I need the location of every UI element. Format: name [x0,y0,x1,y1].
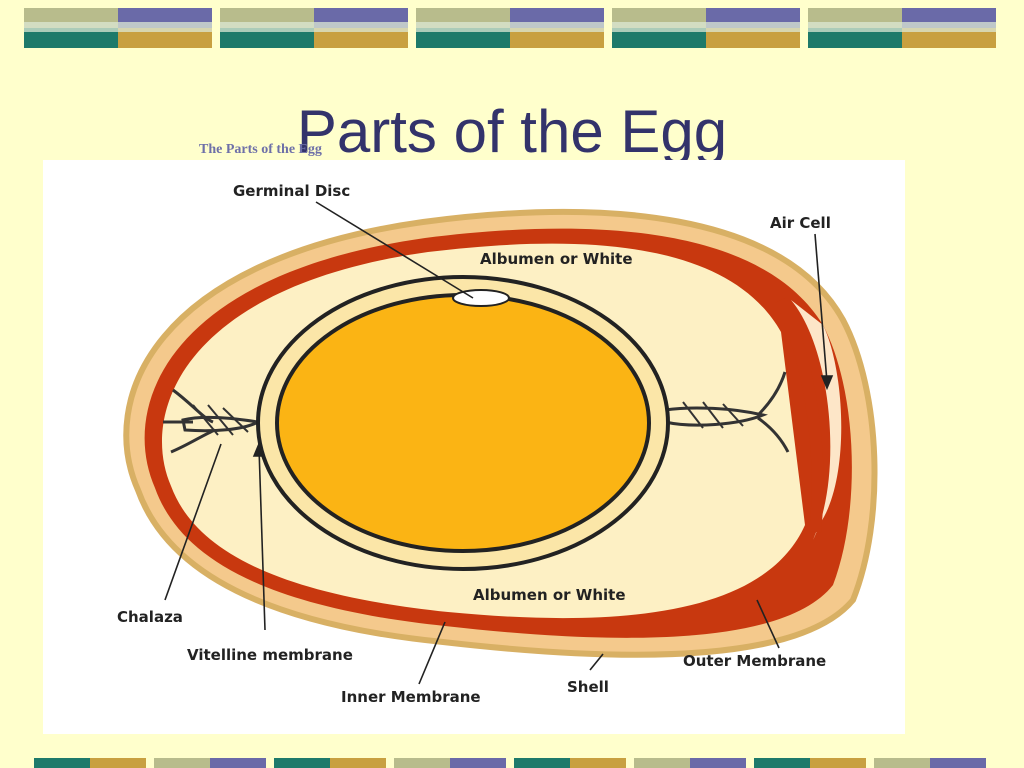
germinal-disc-shape [452,289,510,307]
germinal-disc-pointer [315,201,474,299]
germinal-disc-label: Germinal Disc [233,182,350,200]
band-tile [34,758,146,768]
shell-label: Shell [567,678,609,696]
band-tile [394,758,506,768]
band-tile [754,758,866,768]
shell-pointer [589,653,604,671]
slide-title: Parts of the Egg [296,98,728,165]
yolk [275,293,651,553]
image-alt-caption: The Parts of the Egg [199,142,322,157]
inner-membrane-label: Inner Membrane [341,688,481,706]
air-cell-shape [791,300,842,540]
band-tile [154,758,266,768]
vitelline-membrane-arrowhead [252,441,266,457]
chalaza-right [663,371,790,453]
air-cell-pointer [814,233,828,383]
albumen-top-label: Albumen or White [480,250,633,268]
air-cell-arrowhead [820,375,834,391]
air-cell-label: Air Cell [770,214,831,232]
band-tile [874,758,986,768]
chalaza-pointer [164,443,222,601]
band-tile [24,8,212,48]
band-tile [220,8,408,48]
inner-membrane-pointer [418,621,446,685]
band-tile [274,758,386,768]
chalaza-label: Chalaza [117,608,183,626]
band-tile [514,758,626,768]
band-tile [808,8,996,48]
band-tile [634,758,746,768]
band-tile [416,8,604,48]
air-cell-membrane [775,297,824,533]
vitelline-membrane-label: Vitelline membrane [187,646,353,664]
outer-membrane-label: Outer Membrane [683,652,826,670]
band-tile [612,8,800,48]
egg-figure-panel: Germinal Disc Air Cell Albumen or White … [43,160,905,734]
bottom-decorative-band [34,758,986,768]
egg-diagram: Germinal Disc Air Cell Albumen or White … [117,182,878,706]
top-decorative-band [24,8,996,48]
albumen-bottom-label: Albumen or White [473,586,626,604]
vitelline-membrane-pointer [258,447,266,631]
outer-membrane-pointer [756,599,780,649]
